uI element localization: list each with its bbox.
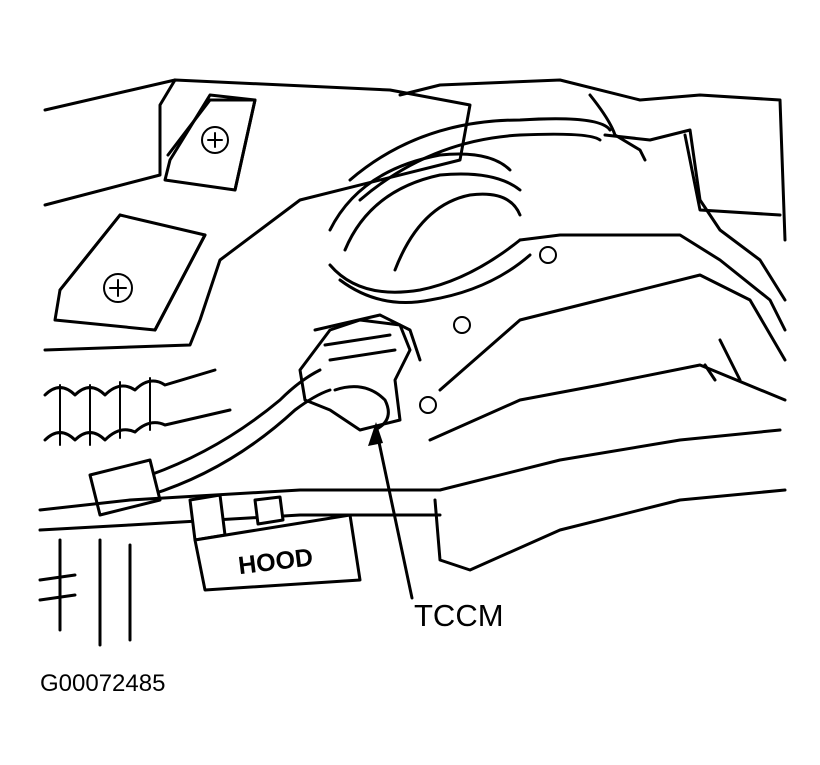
figure-id: G00072485 (40, 670, 166, 697)
corrugated-hose (43, 368, 232, 446)
mounting-bracket (43, 78, 472, 352)
tccm-callout-label: TCCM (414, 598, 504, 633)
wiring-harness (328, 117, 612, 304)
firewall-panel (398, 78, 787, 302)
hood-tag: HOOD (193, 513, 362, 592)
connector-wire (88, 368, 332, 517)
tccm-module (298, 246, 557, 432)
transmission-housing (428, 233, 787, 572)
callout-leader (368, 422, 414, 600)
